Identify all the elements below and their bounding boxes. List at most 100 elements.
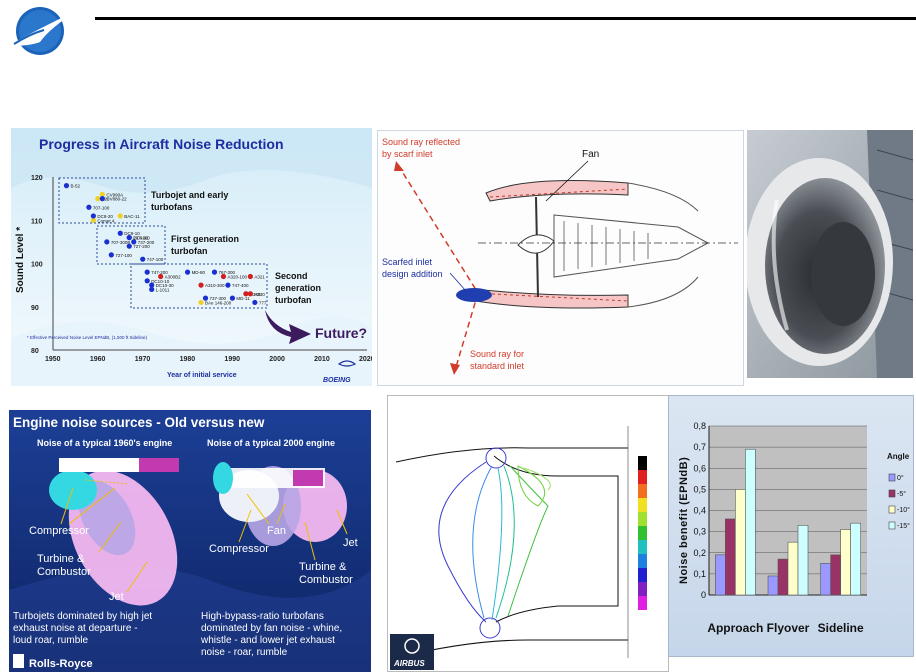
data-point: [99, 196, 105, 202]
group1-label-line2: turbofans: [151, 202, 193, 212]
ray-standard-line2: standard inlet: [470, 361, 525, 371]
rr-right-turbine-line1: Turbine &: [299, 561, 347, 573]
rr-left-caption-line2: exhaust noise at departure -: [13, 623, 138, 634]
group1-label-line1: Turbojet and early: [151, 190, 228, 200]
data-point-label: DC8-61: [133, 236, 149, 241]
data-point-label: 727-100: [115, 253, 132, 258]
data-point-label: 727-200: [133, 244, 150, 249]
bar: [777, 558, 789, 596]
legend: 0°-5°-10°-15°: [888, 473, 910, 530]
group2-label-line2: turbofan: [171, 246, 208, 256]
bar: [797, 524, 809, 596]
data-point-label: A300B2: [165, 274, 182, 279]
rr-left-caption-line3: loud roar, rumble: [13, 635, 88, 646]
bar: [820, 563, 831, 596]
scarfed-inlet-line2: design addition: [382, 269, 443, 279]
data-point: [117, 230, 123, 236]
chart-y-axis-label: Noise benefit (EPNdB): [678, 457, 690, 584]
data-point-label: MD-11: [236, 296, 250, 301]
data-point-label: 777: [259, 300, 267, 305]
header: [0, 0, 916, 60]
data-point-label: 707-300B: [111, 240, 131, 245]
y-tick-label: 0: [701, 590, 706, 600]
bar: [840, 529, 851, 596]
data-point-label: 737-100: [133, 236, 150, 241]
scarfed-inlet-line1: Scarfed inlet: [382, 257, 433, 267]
y-tick-label: 0,2: [693, 548, 706, 558]
data-point: [198, 299, 204, 306]
legend-entry: -10°: [897, 506, 910, 514]
y-tick-label: 0,1: [693, 569, 706, 579]
data-point: [144, 278, 150, 284]
fan-label: Fan: [582, 149, 599, 160]
data-point: [90, 217, 96, 223]
y-tick-label: 90: [31, 305, 39, 312]
y-tick-label: 0,7: [693, 442, 706, 452]
rolls-royce-badge-icon: [13, 654, 24, 668]
data-point: [126, 243, 132, 249]
data-point: [158, 273, 164, 280]
y-tick-label: 100: [31, 262, 43, 269]
x-tick-label: 2000: [269, 356, 285, 363]
rr-left-jet: Jet: [109, 591, 124, 603]
data-point-label: Comet 4: [97, 218, 115, 223]
y-tick-label: 0,5: [693, 484, 706, 494]
airbus-acoustic-panel: AIRBUS: [387, 395, 669, 672]
category-label: Sideline: [818, 621, 864, 635]
data-point: [243, 291, 249, 297]
bar: [735, 489, 746, 596]
data-point-label: CV880-22: [106, 197, 127, 202]
rr-right-caption-line3: whistle - and lower jet exhaust: [200, 635, 335, 646]
data-point: [211, 269, 218, 275]
bar: [850, 522, 861, 596]
data-point: [104, 239, 110, 245]
data-point-label: DC10-30: [156, 283, 175, 288]
boeing-noise-panel: Progress in Aircraft Noise Reduction 120…: [11, 128, 375, 386]
x-tick-label: 1950: [45, 356, 61, 363]
category-label: Approach: [707, 621, 763, 635]
rr-right-caption-line1: High-bypass-ratio turbofans: [201, 611, 324, 622]
data-point-label: BAe 146-200: [205, 300, 232, 305]
data-point-label: DC10-10: [151, 279, 170, 284]
data-point-label: A321: [254, 274, 265, 279]
legend-entry: -5°: [897, 490, 906, 498]
data-point: [149, 282, 155, 288]
bar: [715, 554, 726, 596]
data-point-label: A320-100: [227, 274, 247, 279]
data-point: [144, 269, 150, 275]
data-point: [247, 291, 253, 297]
data-point-label: BAC-11: [124, 214, 140, 219]
rr-left-compressor: Compressor: [29, 525, 89, 537]
data-point: [220, 273, 227, 280]
data-point: [225, 282, 231, 288]
y-tick-label: 110: [31, 218, 42, 225]
rolls-royce-panel: Engine noise sources - Old versus new No…: [9, 410, 371, 672]
legend-swatch: [888, 473, 896, 482]
x-tick-labels: 19501960197019801990200020102020: [45, 356, 375, 363]
data-point-label: A340: [250, 292, 261, 297]
data-point: [108, 252, 114, 258]
data-point: [95, 196, 101, 202]
rr-right-caption-line2: dominated by fan noise - whine,: [201, 623, 342, 634]
data-point: [117, 213, 123, 219]
legend-swatch: [888, 521, 896, 530]
rr-title: Engine noise sources - Old versus new: [13, 415, 265, 430]
y-tick-label: 0,6: [693, 463, 706, 473]
rr-left-heading: Noise of a typical 1960's engine: [37, 438, 172, 448]
legend-title: Angle: [887, 452, 910, 461]
data-point: [99, 191, 105, 197]
x-tick-label: 1960: [90, 356, 106, 363]
data-point-label: 707-100: [93, 205, 110, 210]
y-tick-label: 80: [31, 348, 39, 355]
group3-label-line2: generation: [275, 283, 321, 293]
engine-inlet-photo: [747, 130, 913, 378]
legend-entry: -15°: [897, 522, 910, 530]
scarf-inlet-panel: Sound ray reflected by scarf inlet Fan S…: [377, 130, 744, 386]
ray-standard-line1: Sound ray for: [470, 349, 524, 359]
data-point: [252, 299, 258, 306]
rr-right-heading: Noise of a typical 2000 engine: [207, 438, 335, 448]
rr-right-compressor: Compressor: [209, 543, 269, 555]
